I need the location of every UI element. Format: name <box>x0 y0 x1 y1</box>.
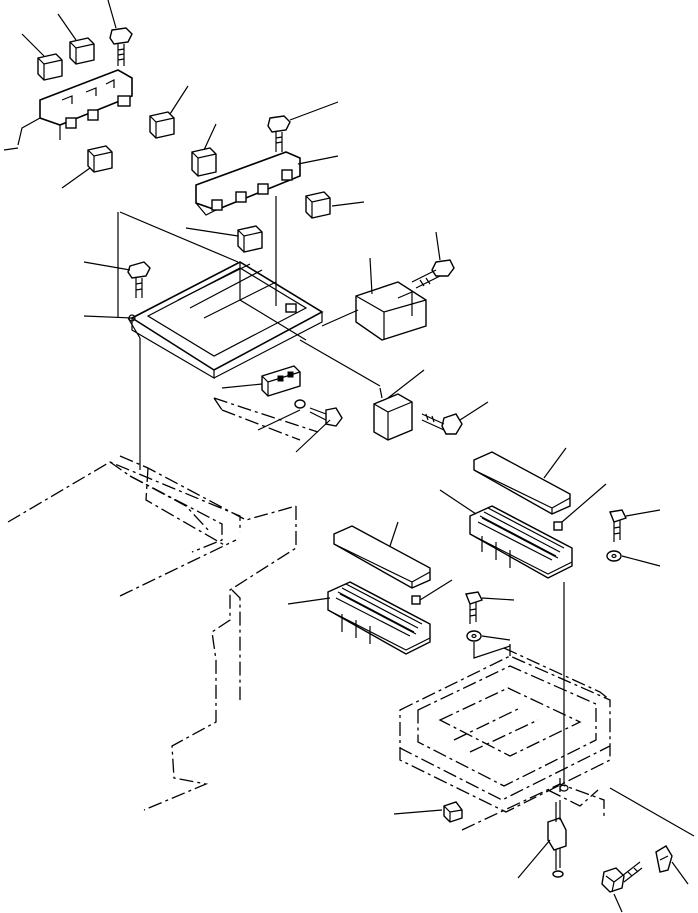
bolt-tray <box>127 261 151 298</box>
relay-6 <box>305 191 331 219</box>
upper-right-relay-bracket <box>195 151 301 216</box>
fuse-box-cover-1 <box>473 447 571 515</box>
machine-frame-outline-left <box>7 317 319 811</box>
relay-3 <box>149 111 175 139</box>
leader-lines-upper-left <box>3 0 189 189</box>
machine-frame-outline-right <box>399 582 695 837</box>
fuse-box-cover-2 <box>333 521 431 589</box>
bolt-upper-right <box>267 115 291 152</box>
tray-connector <box>221 365 301 397</box>
leader-lines-upper-right <box>185 101 365 237</box>
clip-bracket <box>655 845 689 885</box>
controller-unit <box>355 257 427 341</box>
screw-and-washer-lower <box>257 399 343 453</box>
hex-nut <box>393 801 463 823</box>
relay-box-small <box>299 309 425 441</box>
bolt-bottom <box>601 861 643 913</box>
mounting-tray <box>128 261 324 380</box>
bolt-relay-box <box>421 401 489 435</box>
relay-2 <box>69 37 95 65</box>
fuse-box-2 <box>287 579 453 655</box>
screw-fuse-1 <box>606 509 661 567</box>
stud-bolt <box>517 800 567 879</box>
fuse-box-1 <box>439 483 607 579</box>
bolt-top-left <box>109 27 133 66</box>
upper-left-relay-bracket <box>17 69 133 146</box>
relay-7 <box>237 225 263 253</box>
relay-1 <box>37 53 63 81</box>
leader-lines-tray <box>83 196 277 319</box>
bolt-controller <box>411 231 455 289</box>
relay-5 <box>191 147 217 177</box>
screw-fuse-2 <box>465 591 515 659</box>
relay-4 <box>87 145 113 173</box>
